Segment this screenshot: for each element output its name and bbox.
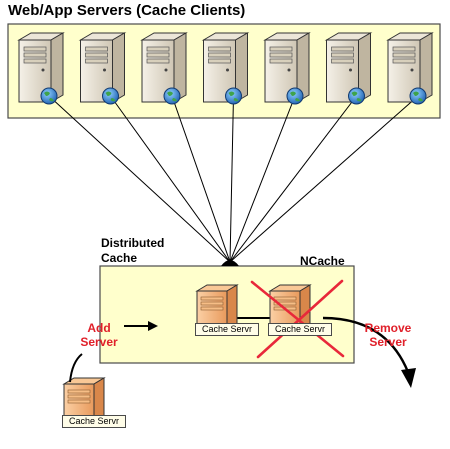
connection-line xyxy=(229,95,357,263)
add-server-label: Add Server xyxy=(76,321,122,349)
globe-icon xyxy=(348,87,365,105)
add-server-text: Add Server xyxy=(80,321,118,349)
connection-line xyxy=(48,95,231,263)
web-server-icon xyxy=(201,32,250,105)
globe-icon xyxy=(225,87,242,105)
remove-server-label: Remove Server xyxy=(358,321,418,349)
globe-icon xyxy=(163,87,181,105)
connection-line xyxy=(110,95,231,263)
cache-server-tag: Cache Servr xyxy=(268,323,332,336)
connection-line xyxy=(229,95,296,263)
distributed-cache-label: Distributed Cache xyxy=(101,236,181,266)
connection-hub xyxy=(221,260,239,266)
globe-icon xyxy=(286,87,304,105)
web-server-icon xyxy=(386,32,434,105)
diagram-title: Web/App Servers (Cache Clients) xyxy=(8,2,246,19)
web-servers-group xyxy=(17,32,434,105)
distributed-cache-text: Distributed Cache xyxy=(101,236,165,265)
remove-arrow-icon xyxy=(322,316,416,388)
add-curve-arrow-icon xyxy=(69,353,83,383)
cache-server-tag: Cache Servr xyxy=(62,415,126,428)
cross-out-icon xyxy=(250,279,345,359)
web-server-icon xyxy=(17,32,65,105)
connection-line xyxy=(229,95,419,263)
web-server-icon xyxy=(78,32,127,105)
add-arrow-icon xyxy=(124,321,158,331)
globe-icon xyxy=(409,87,427,105)
connection-line xyxy=(171,95,231,263)
web-server-icon xyxy=(140,32,188,105)
web-server-icon xyxy=(263,32,311,105)
connection-lines xyxy=(48,95,419,263)
ncache-label: NCache xyxy=(300,254,345,268)
globe-icon xyxy=(102,87,119,105)
connection-line xyxy=(229,95,234,263)
web-server-icon xyxy=(324,32,373,105)
globe-icon xyxy=(40,87,58,105)
remove-server-text: Remove Server xyxy=(364,321,412,349)
cache-server-tag: Cache Servr xyxy=(195,323,259,336)
